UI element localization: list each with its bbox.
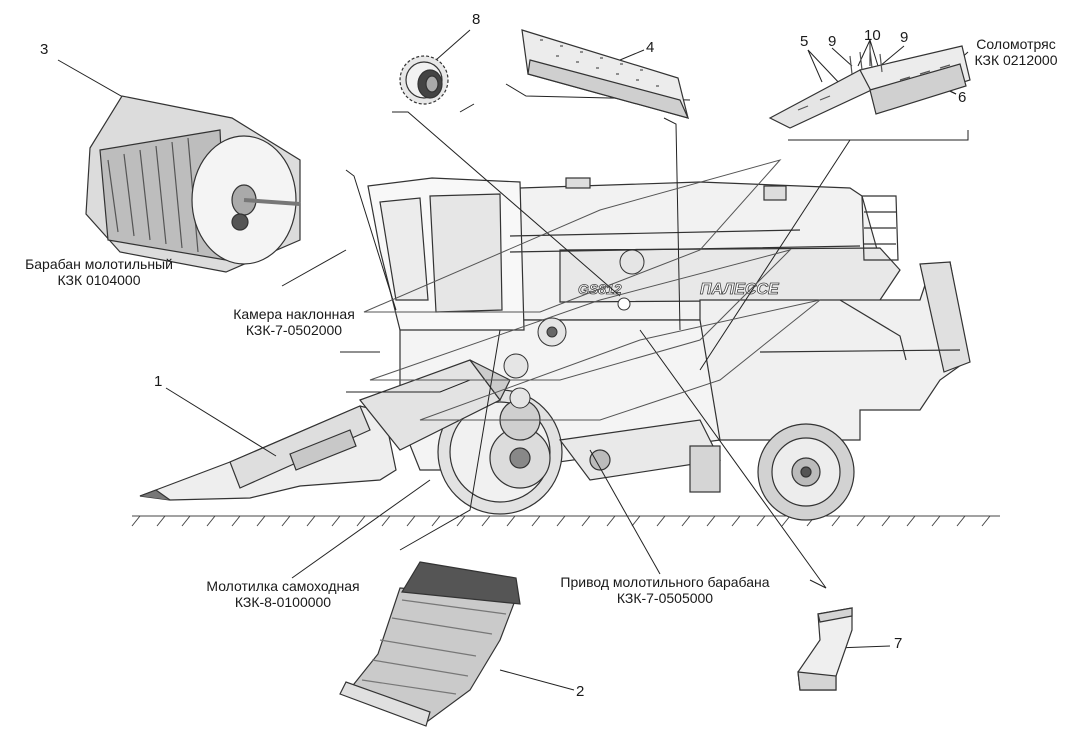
header-part-1 bbox=[139, 405, 397, 501]
walker-name: Соломотряс bbox=[976, 36, 1056, 52]
walker-code: КЗК 0212000 bbox=[974, 52, 1058, 68]
drum-name: Барабан молотильный bbox=[25, 256, 173, 272]
callout-9a: 9 bbox=[828, 33, 837, 50]
callout-4: 4 bbox=[646, 39, 655, 56]
callout-6: 6 bbox=[958, 89, 967, 106]
straw-walker-parts bbox=[768, 45, 971, 129]
feeder-label: Камера наклонная КЗК-7-0502000 bbox=[214, 306, 374, 338]
callout-9b: 9 bbox=[900, 29, 909, 46]
rear-wheel bbox=[757, 423, 855, 521]
thresher-drive bbox=[558, 419, 721, 493]
callout-7: 7 bbox=[894, 635, 903, 652]
drive-name: Привод молотильного барабана bbox=[560, 574, 770, 590]
callout-3: 3 bbox=[40, 41, 49, 58]
concave-part-2 bbox=[339, 561, 521, 727]
callout-8: 8 bbox=[472, 11, 481, 28]
sprocket-part-8 bbox=[399, 55, 449, 105]
drum-label: Барабан молотильный КЗК 0104000 bbox=[14, 256, 184, 288]
ground bbox=[131, 515, 1000, 527]
thresher-code: КЗК-8-0100000 bbox=[234, 594, 332, 610]
callout-2: 2 bbox=[576, 683, 585, 700]
body-pulleys bbox=[503, 249, 645, 409]
feeder-name: Камера наклонная bbox=[233, 306, 355, 322]
callout-1: 1 bbox=[154, 373, 163, 390]
front-wheel bbox=[437, 389, 563, 515]
drum-code: КЗК 0104000 bbox=[57, 272, 141, 288]
feeder-code: КЗК-7-0502000 bbox=[245, 322, 343, 338]
machine-brand-text: ПАЛЕССЕ bbox=[700, 281, 780, 298]
callout-5: 5 bbox=[800, 33, 809, 50]
thresher-label: Молотилка самоходная КЗК-8-0100000 bbox=[188, 578, 378, 610]
plate-part-4 bbox=[521, 29, 690, 119]
drive-label: Привод молотильного барабана КЗК-7-05050… bbox=[540, 574, 790, 606]
callout-10: 10 bbox=[864, 27, 881, 44]
walker-label: Соломотряс КЗК 0212000 bbox=[966, 36, 1066, 68]
pipe-part-7 bbox=[797, 607, 853, 691]
thresher-name: Молотилка самоходная bbox=[206, 578, 360, 594]
threshing-drum-part-3 bbox=[85, 95, 301, 273]
drive-code: КЗК-7-0505000 bbox=[616, 590, 714, 606]
